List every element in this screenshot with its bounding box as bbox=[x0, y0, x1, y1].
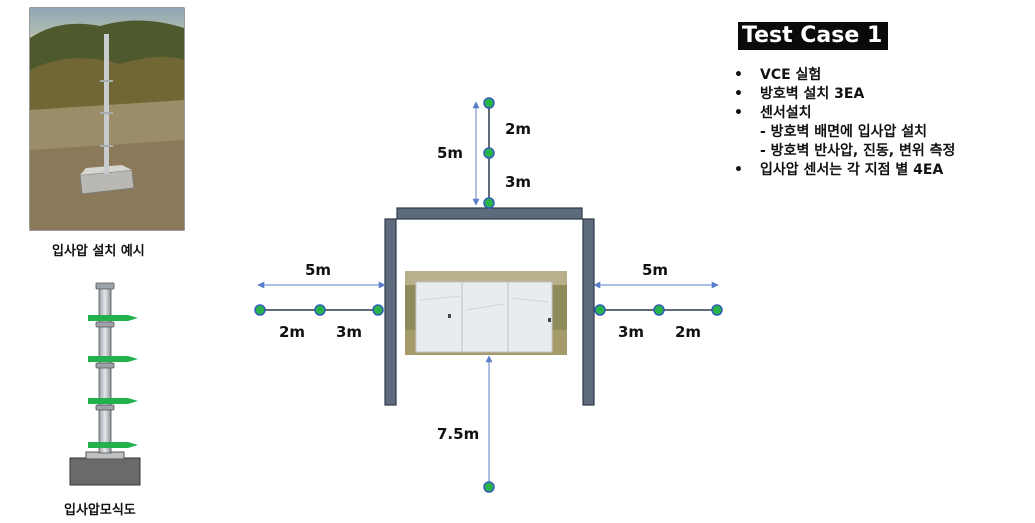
sensor-left-3 bbox=[372, 304, 384, 316]
label-right-total: 5m bbox=[642, 261, 669, 279]
note-item: • 입사압 센서는 각 지점 별 4EA bbox=[732, 161, 955, 180]
label-top-lower: 3m bbox=[505, 173, 532, 191]
photo-caption: 입사압 설치 예시 bbox=[52, 244, 145, 259]
test-chamber-photo bbox=[405, 271, 567, 355]
bullet-glyph: • bbox=[734, 86, 743, 102]
label-left-total: 5m bbox=[305, 261, 332, 279]
note-item: - 방호벽 반사압, 진동, 변위 측정 bbox=[732, 142, 955, 161]
label-top-total: 5m bbox=[437, 144, 464, 162]
dimension-arrows bbox=[257, 101, 719, 485]
wall-left bbox=[384, 218, 397, 406]
label-right-inner: 3m bbox=[618, 323, 645, 341]
note-item: • VCE 실험 bbox=[732, 66, 955, 85]
sensor-installation-photo bbox=[29, 7, 185, 231]
note-text: - 방호벽 반사압, 진동, 변위 측정 bbox=[760, 143, 956, 159]
wall-top bbox=[396, 207, 583, 220]
sensor-bottom bbox=[483, 481, 495, 493]
note-text: 방호벽 설치 3EA bbox=[760, 86, 865, 102]
sensor-top-1 bbox=[483, 97, 495, 109]
test-case-title: Test Case 1 bbox=[738, 22, 889, 50]
sensor-left-2 bbox=[314, 304, 326, 316]
note-text: VCE 실험 bbox=[760, 67, 822, 83]
label-right-outer: 2m bbox=[675, 323, 702, 341]
pressure-pole-schematic bbox=[69, 282, 141, 486]
sensor-right-1 bbox=[594, 304, 606, 316]
sensor-left-1 bbox=[254, 304, 266, 316]
wall-right bbox=[582, 218, 595, 406]
sensor-top-2 bbox=[483, 147, 495, 159]
note-text: 입사압 센서는 각 지점 별 4EA bbox=[760, 162, 944, 178]
note-text: - 방호벽 배면에 입사압 설치 bbox=[760, 124, 927, 140]
bullet-glyph: • bbox=[734, 162, 743, 178]
note-item: - 방호벽 배면에 입사압 설치 bbox=[732, 123, 955, 142]
sensor-points bbox=[254, 97, 723, 493]
schematic-caption: 입사압모식도 bbox=[64, 503, 136, 518]
protective-walls bbox=[384, 207, 595, 406]
sensor-right-3 bbox=[711, 304, 723, 316]
label-bottom: 7.5m bbox=[437, 425, 480, 443]
bullet-glyph: • bbox=[734, 67, 743, 83]
note-item: • 센서설치 bbox=[732, 104, 955, 123]
sensor-top-3 bbox=[483, 197, 495, 209]
label-left-outer: 2m bbox=[279, 323, 306, 341]
note-item: • 방호벽 설치 3EA bbox=[732, 85, 955, 104]
sensor-right-2 bbox=[653, 304, 665, 316]
label-top-upper: 2m bbox=[505, 120, 532, 138]
note-text: 센서설치 bbox=[760, 105, 812, 121]
bullet-glyph: • bbox=[734, 105, 743, 121]
label-left-inner: 3m bbox=[336, 323, 363, 341]
test-notes: • VCE 실험 • 방호벽 설치 3EA • 센서설치 - 방호벽 배면에 입사압 설치 -… bbox=[732, 66, 955, 180]
